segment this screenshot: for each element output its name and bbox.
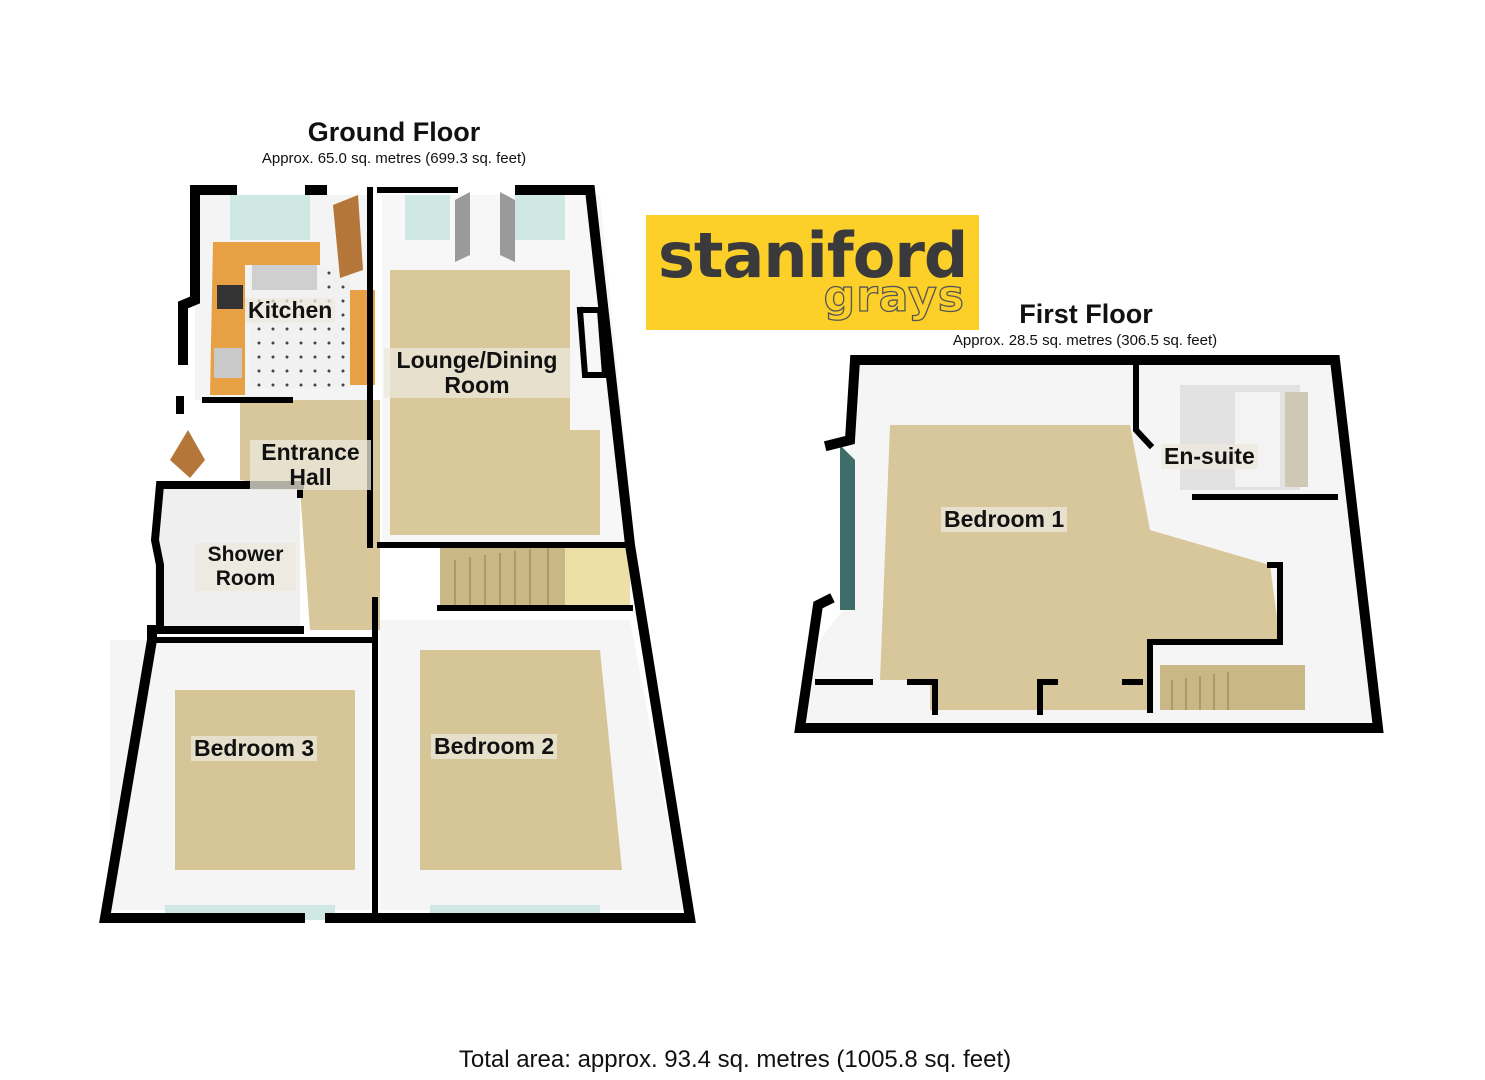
first-floor-area: Approx. 28.5 sq. metres (306.5 sq. feet) (952, 332, 1218, 349)
logo-main-text: staniford (658, 219, 968, 292)
ground-floor-title: Ground Floor (307, 117, 481, 147)
room-label-lounge: Lounge/Dining Room (384, 348, 570, 398)
room-label-bedroom-2: Bedroom 2 (431, 734, 558, 759)
first-walls (794, 355, 1384, 733)
hall-label-line2: Hall (289, 464, 332, 490)
room-label-kitchen: Kitchen (245, 298, 336, 323)
ground-floor-area: Approx. 65.0 sq. metres (699.3 sq. feet) (261, 150, 527, 167)
shower-label-line1: Shower (207, 543, 284, 566)
first-floors (880, 385, 1308, 710)
room-label-entrance-hall: Entrance Hall (250, 440, 371, 490)
room-label-shower-room: Shower Room (195, 543, 296, 591)
logo-sub-text: grays (823, 270, 965, 322)
shower-label-line2: Room (215, 567, 276, 590)
staniford-grays-logo: staniford grays (646, 215, 979, 330)
lounge-label-line1: Lounge/Dining (396, 347, 558, 373)
ground-floors (175, 268, 630, 870)
room-label-en-suite: En-suite (1161, 444, 1258, 469)
hall-label-line1: Entrance (261, 439, 360, 465)
first-windows (840, 445, 855, 610)
lounge-label-line2: Room (444, 372, 510, 398)
total-area: Total area: approx. 93.4 sq. metres (100… (458, 1046, 1012, 1073)
ground-stairs (454, 548, 549, 605)
room-label-bedroom-3: Bedroom 3 (191, 736, 318, 761)
room-label-bedroom-1: Bedroom 1 (941, 507, 1068, 532)
first-floor-title: First Floor (1019, 299, 1153, 329)
ground-doors (170, 192, 515, 478)
first-stairs (1171, 672, 1229, 710)
